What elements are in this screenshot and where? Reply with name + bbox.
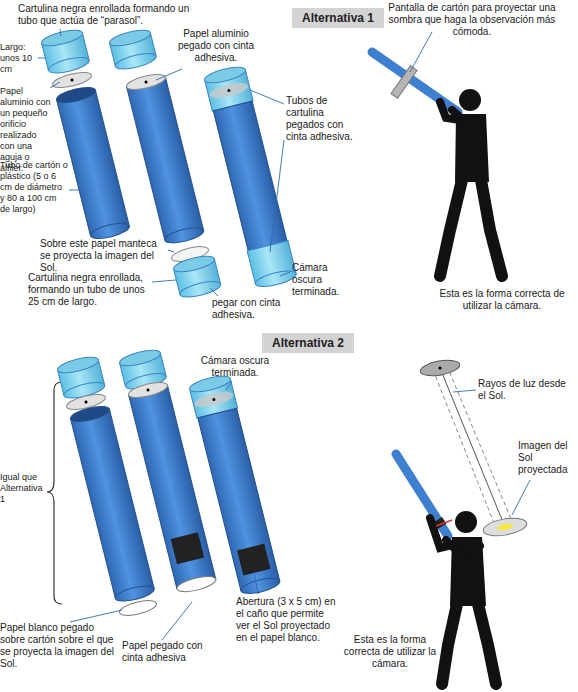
- callout-label: Sobre este papel manteca se proyecta la …: [40, 238, 165, 274]
- callout-label: Cámara oscura terminada.: [292, 262, 354, 298]
- bracket: [47, 382, 62, 604]
- callout-label: Abertura (3 x 5 cm) en el caño que permi…: [236, 596, 336, 644]
- callout-label: Esta es la forma correcta de utilizar la…: [340, 634, 440, 670]
- callout-label: Tubos de cartulina pegados con cinta adh…: [286, 95, 358, 143]
- callout-label: Tubo de cartón o plástico (5 o 6 cm de d…: [0, 160, 68, 215]
- parasol-cap: [108, 27, 157, 72]
- callout-label: Imagen del Sol proyectada: [518, 440, 574, 476]
- callout-label: Rayos de luz desde el Sol.: [478, 378, 568, 402]
- callout-label: Cartulina negra enrollada, formando un t…: [28, 272, 150, 308]
- heading-box: Alternativa 2: [262, 333, 354, 353]
- parasol-cap: [40, 27, 90, 76]
- heading-text: Alternativa 2: [272, 336, 344, 350]
- heading-box: Alternativa 1: [292, 8, 384, 28]
- callout-label: pegar con cinta adhesiva.: [212, 297, 292, 321]
- callout-label: Esta es la forma correcta de utilizar la…: [432, 288, 572, 312]
- leader-lines: [38, 29, 530, 640]
- white-paper: [118, 598, 158, 619]
- heading-text: Alternativa 1: [302, 11, 374, 25]
- finished-camera: [203, 64, 297, 290]
- callout-label: Pantalla de cartón para proyectar una so…: [372, 2, 572, 38]
- person-silhouette: [340, 52, 502, 276]
- callout-label: Papel pegado con cinta adhesiva: [122, 640, 222, 664]
- callout-label: Cartulina negra enrollada formando un tu…: [18, 3, 193, 27]
- callout-label: Papel aluminio pegado con cinta adhesiva…: [166, 28, 266, 64]
- bottom-cap: [172, 253, 222, 300]
- finished-camera: [188, 373, 282, 597]
- callout-label: Igual que Alternativa 1: [0, 472, 46, 505]
- callout-label: Largo: unos 10 cm: [0, 42, 40, 75]
- callout-label: Cámara oscura terminada.: [200, 355, 270, 379]
- tube: [125, 71, 205, 246]
- callout-label: Papel blanco pegado sobre cartón sobre e…: [0, 622, 118, 670]
